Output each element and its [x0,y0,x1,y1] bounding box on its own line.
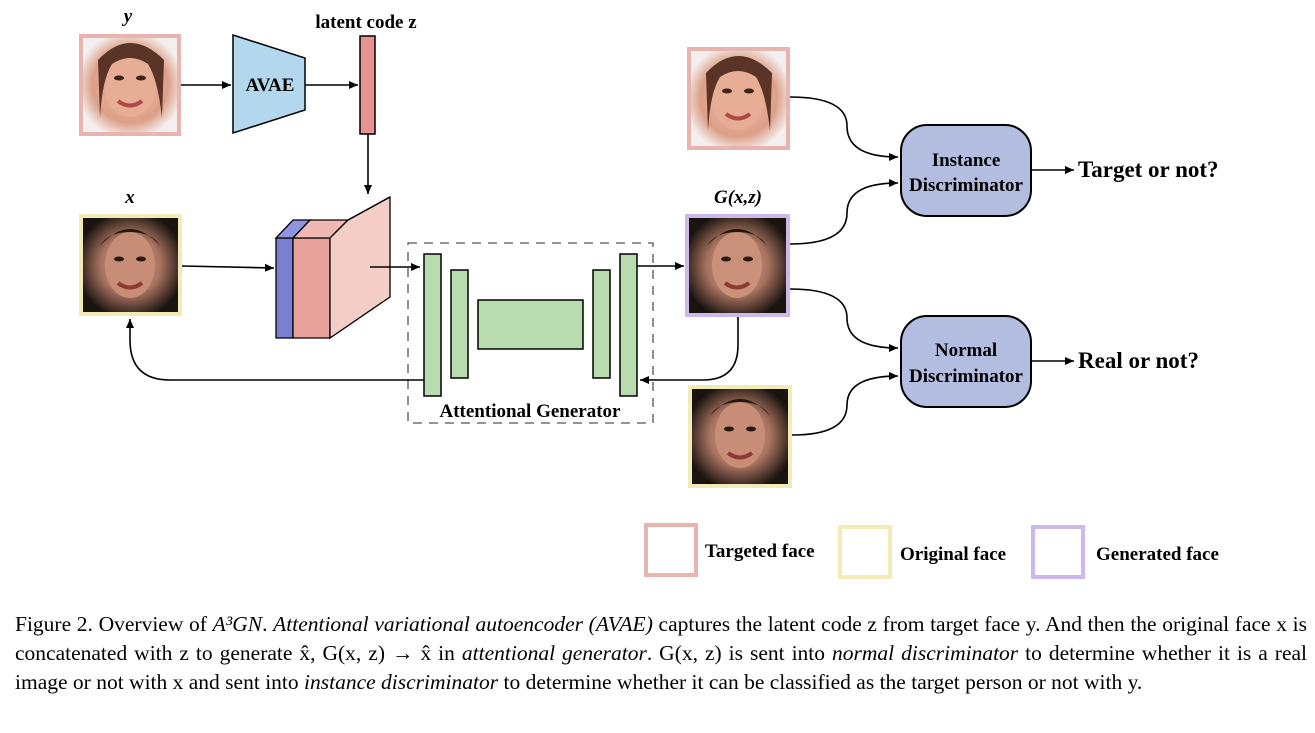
generator-dashed-box [407,242,654,424]
architecture-diagram: y latent code z x G(x,z) AVAE [79,6,1219,579]
normal-disc-line1: Normal [935,340,997,361]
caption-text-1: . [262,612,274,636]
arrow-generator-back-to-x [126,319,424,381]
caption-text-5: to determine whether it can be classifie… [498,670,1143,694]
arrow-target-to-instance [789,96,899,161]
avae-label: AVAE [246,75,295,96]
arrow-gxz-to-instance [789,179,899,245]
label-y: y [122,6,133,27]
caption-instance-term: instance discriminator [304,670,499,694]
generator-label: Attentional Generator [440,401,622,422]
legend-generated-label: Generated face [1096,544,1219,565]
label-latent-code: latent code z [315,12,417,33]
caption-text-3: . G(x, z) is sent into [646,641,833,665]
normal-disc-line2: Discriminator [909,366,1024,387]
legend-original-label: Original face [900,544,1006,565]
caption-text-2: captures the latent code z from target f… [15,612,1308,665]
original-face-image [79,214,182,316]
instance-disc-line1: Instance [932,150,1001,171]
arrow-original-to-normal [791,372,899,436]
normal-discriminator: Normal Discriminator [900,315,1032,408]
caption-model-name: A³GN [212,612,263,636]
concatenated-feature-block [274,195,391,340]
label-gxz: G(x,z) [714,187,762,208]
caption-figure-label: Figure 2. Overview of [15,612,207,636]
avae-encoder: AVAE [232,33,306,135]
figure-caption: Figure 2. Overview of A³GN. Attentional … [15,610,1307,697]
legend-swatch-original [838,525,892,579]
caption-normal-term: normal discriminator [832,641,1019,665]
caption-avae-term: Attentional variational autoencoder (AVA… [273,612,653,636]
legend-swatch-targeted [644,523,698,577]
legend-targeted-label: Targeted face [705,541,815,562]
instance-discriminator: Instance Discriminator [900,124,1032,217]
target-face-image [79,34,181,136]
legend: Targeted face Original face Generated fa… [644,523,1219,579]
instance-output-label: Target or not? [1078,157,1219,182]
caption-generator-term: attentional generator [461,641,647,665]
original-face-image-2 [688,385,792,488]
legend-swatch-generated [1031,525,1085,579]
arrow-x-to-concat [181,263,275,272]
instance-disc-line2: Discriminator [909,175,1024,196]
arrow-gxz-to-normal [789,288,899,352]
caption-text-4: to determine whether it is a real image … [15,641,1308,694]
arrow-gxz-back-to-generator [640,317,739,384]
attentional-generator: Attentional Generator [407,242,654,424]
label-x: x [124,187,135,208]
latent-code-bar [359,35,376,135]
target-face-image-2 [687,47,790,150]
generated-face-image [685,214,790,317]
normal-output-label: Real or not? [1078,348,1199,373]
